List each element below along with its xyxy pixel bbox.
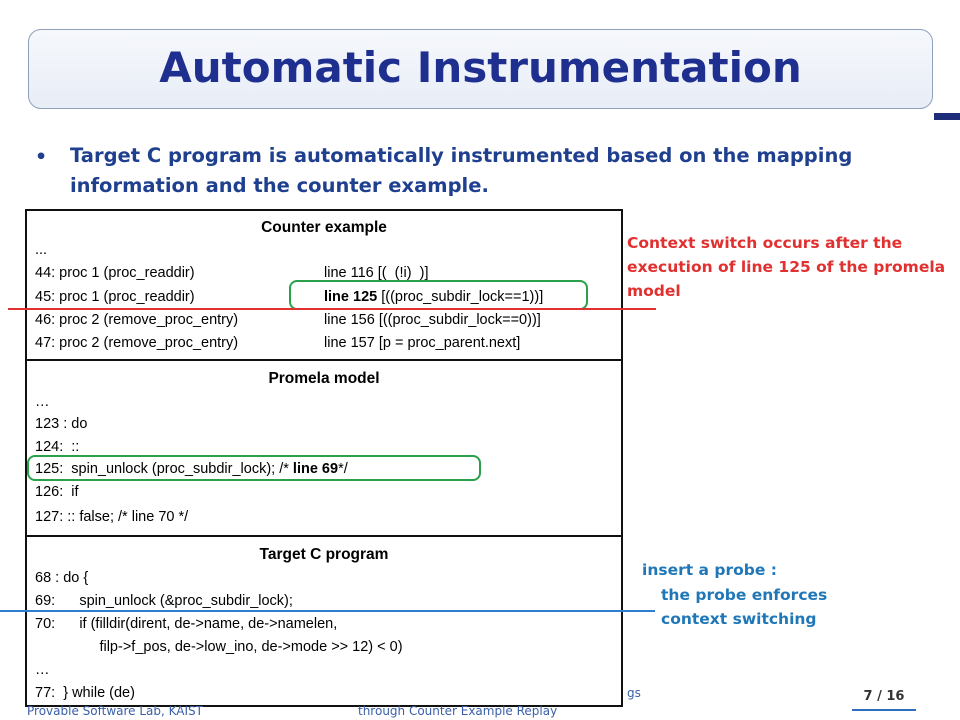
bullet-icon: • [35, 146, 48, 168]
line-ref-bold: line 125 [324, 289, 378, 305]
counter-example-line: 45: proc 1 (proc_readdir) [35, 289, 195, 305]
counter-example-line: 46: proc 2 (remove_proc_entry) [35, 312, 239, 328]
counter-example-line: 47: proc 2 (remove_proc_entry) [35, 335, 239, 351]
probe-insertion-line [0, 610, 655, 612]
footer-center-fragment: gs [627, 686, 641, 700]
c-code-line: 70: if (filldir(dirent, de->name, de->na… [35, 616, 338, 632]
promela-line: 126: if [35, 484, 79, 500]
page-number-underline [852, 709, 916, 711]
promela-line-125: 125: spin_unlock (proc_subdir_lock); /* … [35, 461, 348, 477]
title-accent-bar [934, 113, 960, 120]
counter-example-title: Counter example [261, 219, 387, 236]
promela-125-suffix: */ [338, 461, 348, 477]
counter-example-line-ref: line 157 [p = proc_parent.next] [324, 335, 521, 351]
counter-example-panel: Counter example ... 44: proc 1 (proc_rea… [25, 209, 623, 361]
footer-center: through Counter Example Replay [358, 704, 558, 718]
probe-note-line3: context switching [661, 610, 817, 628]
counter-example-line-ref: line 156 [((proc_subdir_lock==0))] [324, 312, 541, 328]
counter-example-line: 44: proc 1 (proc_readdir) [35, 265, 195, 281]
promela-line: 127: :: false; /* line 70 */ [35, 509, 189, 525]
c-code-line: filp->f_pos, de->low_ino, de->mode >> 12… [35, 639, 403, 655]
title-box [28, 29, 933, 109]
promela-line: … [35, 394, 50, 410]
probe-note-line1: insert a probe : [642, 561, 777, 579]
c-code-line: 68 : do { [35, 570, 89, 586]
c-code-line: 77: } while (de) [35, 685, 135, 701]
promela-model-title: Promela model [268, 370, 380, 387]
slide-title: Automatic Instrumentation [159, 43, 802, 92]
counter-example-line: ... [35, 242, 48, 258]
context-switch-note: Context switch occurs after the executio… [627, 234, 946, 300]
bullet-text: Target C program is automatically instru… [70, 144, 853, 197]
promela-125-bold: line 69 [292, 461, 339, 477]
highlight-line125-counter [289, 280, 588, 310]
page-number: 7 / 16 [863, 689, 905, 704]
counter-example-line-ref: line 125 [((proc_subdir_lock==1))] [324, 289, 543, 305]
target-c-title: Target C program [259, 546, 389, 563]
promela-line: 124: :: [35, 439, 80, 455]
footer-lab: Provable Software Lab, KAIST [27, 704, 203, 718]
context-switch-line [8, 308, 656, 310]
c-code-line: 69: spin_unlock (&proc_subdir_lock); [35, 593, 293, 609]
c-code-line: … [35, 662, 50, 678]
counter-example-line-ref: line 116 [( (!i) )] [324, 265, 429, 281]
promela-line: 123 : do [35, 416, 88, 432]
line-ref-rest: [((proc_subdir_lock==1))] [377, 289, 544, 305]
target-c-panel: Target C program 68 : do { 69: spin_unlo… [25, 535, 623, 707]
promela-125-prefix: 125: spin_unlock (proc_subdir_lock); /* [35, 461, 293, 477]
highlight-line125-promela [27, 455, 481, 481]
probe-note-line2: the probe enforces [661, 586, 828, 604]
promela-model-panel: Promela model … 123 : do 124: :: 125: sp… [25, 359, 623, 537]
